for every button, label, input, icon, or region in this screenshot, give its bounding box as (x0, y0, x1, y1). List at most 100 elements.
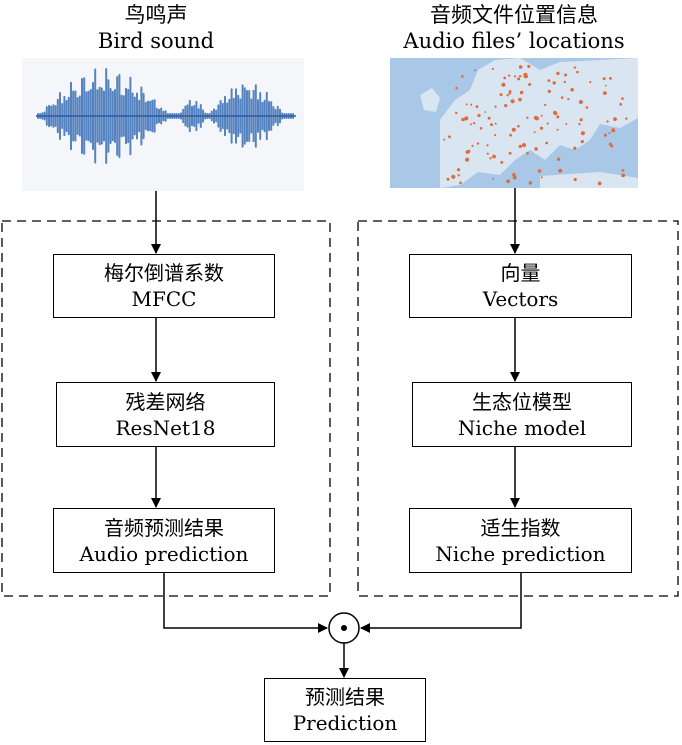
niche-branch-group (357, 220, 679, 597)
map-location-point (514, 75, 517, 78)
map-location-point (534, 116, 539, 121)
map-location-point (589, 81, 592, 84)
map-location-point (492, 154, 496, 159)
map-location-point (573, 66, 576, 69)
map-location-point (619, 102, 623, 106)
niche-prediction-box-cn: 适生指数 (480, 515, 561, 540)
map-location-point (464, 116, 469, 121)
map-location-point (494, 105, 497, 108)
map-location-point (528, 83, 532, 86)
map-location-point (475, 105, 479, 108)
map-location-point (446, 177, 450, 181)
map-location-point (579, 118, 583, 122)
map-location-point (603, 91, 607, 95)
map-location-point (570, 88, 574, 92)
map-location-point (518, 65, 523, 69)
audio-prediction-box: 音频预测结果 Audio prediction (53, 508, 275, 573)
map-location-point (506, 94, 509, 97)
map-location-point (492, 178, 495, 180)
map-location-point (451, 174, 456, 179)
resnet-box: 残差网络 ResNet18 (56, 382, 275, 447)
prediction-box: 预测结果 Prediction (264, 678, 426, 742)
map-location-point (539, 126, 544, 130)
map-location-point (527, 64, 531, 68)
map-location-point (517, 77, 521, 81)
map-location-point (508, 151, 512, 155)
map-location-point (501, 82, 506, 87)
audio-prediction-box-cn: 音频预测结果 (104, 515, 224, 540)
map-location-point (534, 147, 538, 151)
map-location-point (540, 114, 543, 117)
map-location-point (540, 176, 543, 179)
map-location-point (528, 181, 533, 185)
map-location-point (552, 81, 556, 85)
map-location-point (537, 169, 542, 173)
map-location-point (576, 70, 579, 74)
map-location-point (546, 122, 549, 125)
map-location-point (521, 143, 527, 148)
map-location-point (461, 117, 465, 122)
map-location-point (499, 93, 503, 97)
map-location-point (544, 103, 547, 107)
map-location-point (508, 91, 512, 95)
map-location-point (457, 174, 460, 177)
map-location-point (556, 157, 561, 161)
map-location-point (500, 160, 504, 164)
map-location-point (625, 117, 628, 120)
map-location-point (491, 67, 494, 70)
map-location-point (506, 179, 511, 184)
map-location-point (494, 134, 497, 137)
map-location-point (604, 84, 607, 87)
bird-sound-title: 鸟鸣声 Bird sound (56, 2, 256, 54)
map-location-point (484, 111, 487, 113)
bird-sound-title-en: Bird sound (97, 29, 215, 53)
map-location-point (494, 122, 497, 125)
audio-locations-title-cn: 音频文件位置信息 (430, 3, 598, 27)
map-location-point (469, 123, 472, 126)
map-location-point (467, 149, 471, 153)
map-location-point (526, 116, 529, 120)
map-location-point (610, 144, 614, 148)
map-location-point (479, 127, 483, 130)
hadamard-product-icon (328, 612, 360, 644)
map-location-point (470, 103, 473, 106)
niche-model-box-cn: 生态位模型 (472, 389, 572, 414)
map-location-point (621, 173, 625, 178)
bird-sound-waveform-image (22, 58, 304, 191)
audio-prediction-box-en: Audio prediction (79, 541, 249, 566)
map-location-point (477, 113, 481, 118)
map-location-point (547, 79, 551, 82)
map-location-point (602, 77, 606, 81)
map-location-point (556, 71, 560, 76)
map-location-point (455, 86, 458, 90)
map-location-point (474, 69, 477, 72)
map-location-point (585, 106, 589, 109)
map-location-point (573, 146, 577, 150)
niche-prediction-box: 适生指数 Niche prediction (409, 508, 632, 573)
map-location-point (459, 181, 462, 185)
map-location-point (443, 138, 446, 141)
map-location-point (565, 123, 568, 125)
map-location-point (606, 120, 609, 123)
map-location-point (613, 117, 617, 121)
vectors-box-en: Vectors (482, 287, 559, 311)
map-location-point (503, 76, 507, 80)
map-location-point (621, 169, 625, 172)
map-location-point (476, 142, 480, 145)
map-location-point (486, 152, 489, 155)
vectors-box-cn: 向量 (500, 261, 541, 285)
map-location-point (573, 177, 577, 182)
map-location-point (621, 97, 624, 100)
map-location-point (547, 89, 551, 93)
map-location-point (519, 90, 524, 95)
mfcc-box: 梅尔倒谱系数 MFCC (53, 254, 275, 318)
map-location-point (487, 116, 491, 120)
map-location-point (556, 115, 560, 119)
resnet-box-cn: 残差网络 (125, 389, 206, 414)
map-location-point (611, 128, 616, 133)
map-location-point (486, 144, 489, 147)
map-location-point (504, 104, 508, 108)
map-location-point (512, 175, 517, 180)
audio-branch-group (1, 220, 331, 597)
